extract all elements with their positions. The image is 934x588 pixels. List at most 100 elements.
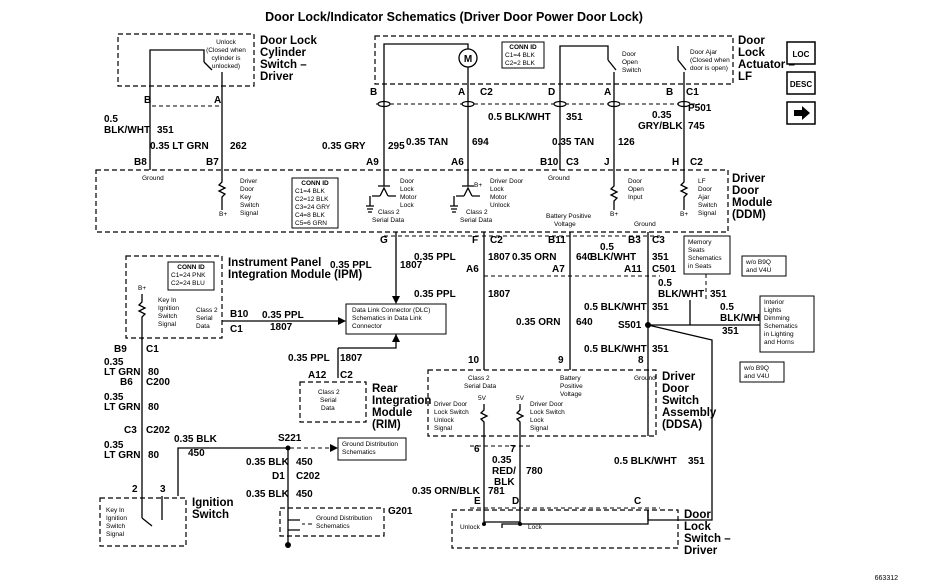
svg-text:Door Lock: Door Lock <box>260 35 317 47</box>
location-button[interactable]: LOC <box>786 41 816 65</box>
svg-text:Driver: Driver <box>732 173 766 185</box>
svg-text:Assembly: Assembly <box>662 407 717 419</box>
svg-text:351: 351 <box>157 125 174 136</box>
svg-text:C5=6 GRN: C5=6 GRN <box>295 220 327 227</box>
ddm-conn-id <box>291 177 339 229</box>
svg-text:C3: C3 <box>652 235 665 246</box>
svg-text:0.35 ORN: 0.35 ORN <box>516 317 560 328</box>
svg-text:Door: Door <box>738 35 765 47</box>
svg-text:Lock Switch: Lock Switch <box>530 409 565 416</box>
svg-text:1807: 1807 <box>340 353 363 364</box>
svg-text:Door: Door <box>684 509 711 521</box>
svg-text:Serial: Serial <box>320 397 337 404</box>
svg-text:Door: Door <box>622 51 637 58</box>
svg-text:LF: LF <box>738 71 752 83</box>
svg-text:B9: B9 <box>114 344 127 355</box>
svg-text:Ajar: Ajar <box>698 194 710 201</box>
svg-text:G201: G201 <box>388 506 413 517</box>
svg-text:H: H <box>672 157 679 168</box>
svg-text:Ignition: Ignition <box>192 497 234 509</box>
svg-text:Serial: Serial <box>196 315 213 322</box>
svg-text:Switch: Switch <box>662 395 699 407</box>
svg-text:0.35 PPL: 0.35 PPL <box>414 252 456 263</box>
svg-text:Driver: Driver <box>260 71 294 83</box>
interior-lights-box[interactable] <box>759 295 815 353</box>
svg-text:BLK: BLK <box>494 477 515 488</box>
svg-text:Module: Module <box>372 407 412 419</box>
svg-text:Ground: Ground <box>634 375 656 382</box>
memory-seats-box[interactable] <box>683 235 731 275</box>
svg-text:A11: A11 <box>624 264 642 275</box>
wo-b9q-box-1 <box>741 255 787 277</box>
svg-text:Ground: Ground <box>548 175 570 182</box>
svg-text:Data: Data <box>321 405 335 412</box>
next-page-button[interactable] <box>786 101 816 125</box>
svg-text:LT GRN: LT GRN <box>104 450 140 461</box>
svg-text:C1: C1 <box>230 324 243 335</box>
svg-text:0.5: 0.5 <box>104 114 118 125</box>
svg-text:Unlock: Unlock <box>434 417 455 424</box>
svg-text:C1=4 BLK: C1=4 BLK <box>295 188 325 195</box>
svg-text:C2: C2 <box>490 235 503 246</box>
svg-text:Ground Distribution: Ground Distribution <box>342 441 398 448</box>
ignition-switch-box <box>99 497 187 547</box>
svg-text:A: A <box>214 95 221 106</box>
svg-text:Data: Data <box>196 323 210 330</box>
rim-box <box>299 381 367 423</box>
svg-text:450: 450 <box>188 448 205 459</box>
svg-text:Ground Distribution: Ground Distribution <box>316 515 372 522</box>
svg-text:Battery: Battery <box>560 375 581 382</box>
svg-text:0.5 BLK/WHT: 0.5 BLK/WHT <box>584 302 647 313</box>
svg-text:Voltage: Voltage <box>554 221 576 228</box>
svg-text:Driver: Driver <box>684 545 718 557</box>
svg-text:B11: B11 <box>548 235 566 246</box>
ground-dist-box-1[interactable] <box>337 437 407 461</box>
svg-text:LT GRN: LT GRN <box>104 402 140 413</box>
location-button-label: LOC <box>793 50 810 59</box>
svg-text:0.5: 0.5 <box>600 242 614 253</box>
svg-text:Seats: Seats <box>688 247 705 254</box>
svg-text:Connector: Connector <box>352 323 383 330</box>
svg-text:0.35 LT GRN: 0.35 LT GRN <box>150 141 209 152</box>
svg-text:LT GRN: LT GRN <box>104 367 140 378</box>
svg-text:Driver Door: Driver Door <box>490 178 524 185</box>
svg-text:Integration: Integration <box>372 395 431 407</box>
svg-text:1807: 1807 <box>488 289 511 300</box>
svg-text:Signal: Signal <box>158 321 177 328</box>
svg-text:Key In: Key In <box>106 507 125 514</box>
svg-text:J: J <box>604 157 610 168</box>
svg-text:Ground: Ground <box>142 175 164 182</box>
svg-text:D: D <box>548 87 555 98</box>
svg-text:D1: D1 <box>272 471 285 482</box>
description-button[interactable]: DESC <box>786 71 816 95</box>
svg-text:10: 10 <box>468 355 480 366</box>
actuator-box <box>374 35 734 85</box>
svg-text:B+: B+ <box>474 182 482 189</box>
svg-text:and Horns: and Horns <box>764 339 795 346</box>
svg-text:Unlock: Unlock <box>490 202 511 209</box>
svg-text:1807: 1807 <box>270 322 293 333</box>
svg-text:Module: Module <box>732 197 772 209</box>
svg-text:B3: B3 <box>628 235 641 246</box>
svg-text:0.5: 0.5 <box>658 278 672 289</box>
svg-text:in Lighting: in Lighting <box>764 331 794 338</box>
wo-b9q-box-2 <box>739 361 785 383</box>
svg-text:C3: C3 <box>124 425 137 436</box>
svg-text:Driver Door: Driver Door <box>434 401 468 408</box>
svg-text:Driver: Driver <box>240 178 258 185</box>
svg-text:351: 351 <box>566 112 583 123</box>
svg-text:80: 80 <box>148 450 160 461</box>
ddsa-box <box>427 369 657 437</box>
svg-text:0.35: 0.35 <box>104 440 124 451</box>
svg-text:Class 2: Class 2 <box>378 209 400 216</box>
svg-text:0.35 ORN: 0.35 ORN <box>512 252 556 263</box>
svg-text:Dimming: Dimming <box>764 315 790 322</box>
svg-text:B+: B+ <box>219 211 227 218</box>
svg-text:B7: B7 <box>206 157 219 168</box>
svg-text:(Closed when: (Closed when <box>206 47 246 54</box>
svg-text:C202: C202 <box>146 425 170 436</box>
svg-text:B+: B+ <box>138 285 146 292</box>
svg-text:A9: A9 <box>366 157 379 168</box>
ddm-box <box>95 169 729 233</box>
svg-text:(Closed when: (Closed when <box>690 57 730 64</box>
